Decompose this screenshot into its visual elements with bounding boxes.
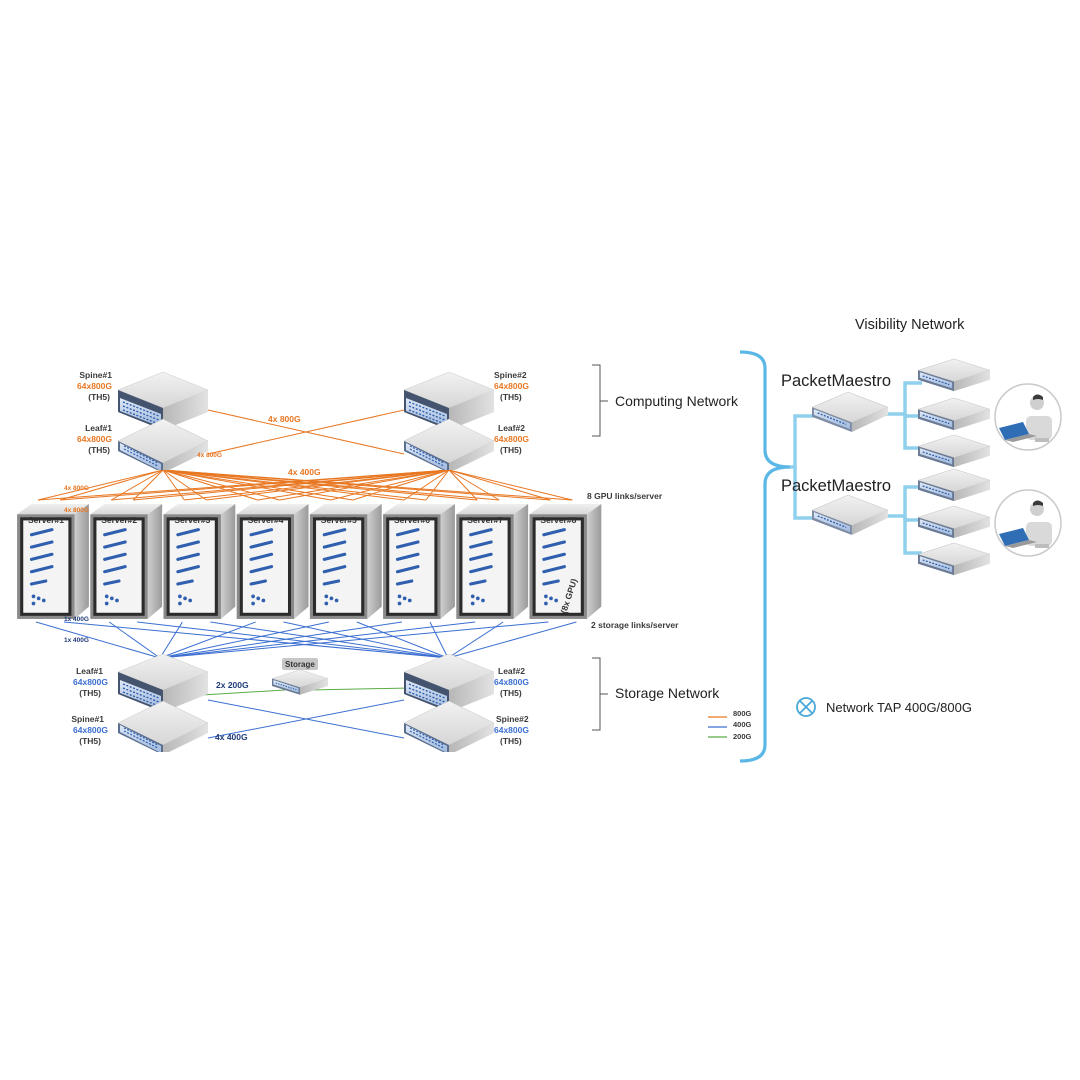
network-tap-label: Network TAP 400G/800G — [826, 700, 972, 715]
gpu-links-label: 8 GPU links/server — [587, 491, 663, 501]
storage-links-label: 2 storage links/server — [591, 620, 679, 630]
storage-bracket — [592, 657, 608, 731]
link-spine-leaf-label: 4x 800G — [268, 414, 301, 424]
operator-1-icon — [994, 383, 1062, 451]
tool-server-2 — [918, 397, 990, 431]
operator-2-icon — [994, 489, 1062, 557]
comp-spine2-name: Spine#2 — [494, 370, 527, 380]
tool-server-4 — [918, 468, 990, 502]
computing-links-800g — [37, 409, 573, 501]
stor-spine2-name: Spine#2 — [496, 714, 529, 724]
stor-spine1-name: Spine#1 — [71, 714, 104, 724]
server-label-2: Server#2 — [101, 515, 137, 525]
comp-leaf2-ports: 64x800G — [494, 434, 529, 444]
link-stor-spine-label: 4x 400G — [215, 732, 248, 742]
link-leaf-servers-label: 4x 400G — [288, 467, 321, 477]
link-storage-label: 2x 200G — [216, 680, 249, 690]
stor-spine2-chip: (TH5) — [500, 736, 522, 746]
link-leaf-local-label: 4x 800G — [197, 452, 222, 459]
server-label-5: Server#5 — [321, 515, 357, 525]
storage-spine2-switch — [404, 700, 494, 752]
stor-leaf2-name: Leaf#2 — [498, 666, 525, 676]
link-server-top-a-label: 4x 800G — [64, 485, 89, 492]
stor-leaf1-ports: 64x800G — [73, 677, 108, 687]
stor-leaf2-chip: (TH5) — [500, 688, 522, 698]
comp-spine1-ports: 64x800G — [77, 381, 112, 391]
server-label-7: Server#7 — [467, 515, 503, 525]
comp-leaf2-chip: (TH5) — [500, 445, 522, 455]
stor-leaf1-chip: (TH5) — [79, 688, 101, 698]
link-server-top-b-label: 4x 800G — [64, 507, 89, 514]
stor-leaf1-name: Leaf#1 — [76, 666, 103, 676]
stor-spine1-chip: (TH5) — [79, 736, 101, 746]
server-label-8: Server#8 — [540, 515, 576, 525]
server-link-a-label: 1x 400G — [64, 616, 89, 623]
storage-device — [272, 658, 328, 696]
comp-leaf1-ports: 64x800G — [77, 434, 112, 444]
legend-label-200g: 200G — [733, 732, 752, 741]
visibility-brace — [739, 350, 791, 763]
stor-spine1-ports: 64x800G — [73, 725, 108, 735]
server-label-4: Server#4 — [248, 515, 284, 525]
computing-leaf2-switch — [404, 418, 494, 470]
server-link-b-label: 1x 400G — [64, 637, 89, 644]
comp-spine2-chip: (TH5) — [500, 392, 522, 402]
comp-spine1-chip: (TH5) — [88, 392, 110, 402]
tool-server-1 — [918, 358, 990, 392]
storage-network-label: Storage Network — [615, 685, 720, 701]
comp-spine1-name: Spine#1 — [79, 370, 112, 380]
comp-leaf1-name: Leaf#1 — [85, 423, 112, 433]
server-label-1: Server#1 — [28, 515, 64, 525]
packetmaestro-2-label: PacketMaestro — [781, 477, 891, 495]
visibility-links — [790, 381, 922, 555]
tool-server-3 — [918, 434, 990, 468]
server-label-3: Server#3 — [174, 515, 210, 525]
computing-bracket — [592, 364, 608, 437]
storage-links-200g — [201, 687, 411, 696]
computing-leaf1-switch — [118, 418, 208, 470]
stor-leaf2-ports: 64x800G — [494, 677, 529, 687]
packetmaestro-1-box — [812, 391, 888, 433]
storage-links-400g — [35, 621, 577, 739]
legend: 800G 400G 200G — [708, 709, 752, 741]
server-label-6: Server#6 — [394, 515, 430, 525]
computing-network-label: Computing Network — [615, 393, 739, 409]
storage-device-label: Storage — [285, 660, 315, 669]
comp-leaf1-chip: (TH5) — [88, 445, 110, 455]
comp-spine2-ports: 64x800G — [494, 381, 529, 391]
storage-spine1-switch — [118, 700, 208, 752]
legend-label-800g: 800G — [733, 709, 752, 718]
tool-server-6 — [918, 542, 990, 576]
visibility-network-title: Visibility Network — [855, 317, 965, 333]
packetmaestro-2-box — [812, 494, 888, 536]
tool-server-5 — [918, 505, 990, 539]
comp-leaf2-name: Leaf#2 — [498, 423, 525, 433]
packetmaestro-1-label: PacketMaestro — [781, 372, 891, 390]
legend-label-400g: 400G — [733, 720, 752, 729]
network-tap-icon — [796, 697, 816, 717]
stor-spine2-ports: 64x800G — [494, 725, 529, 735]
